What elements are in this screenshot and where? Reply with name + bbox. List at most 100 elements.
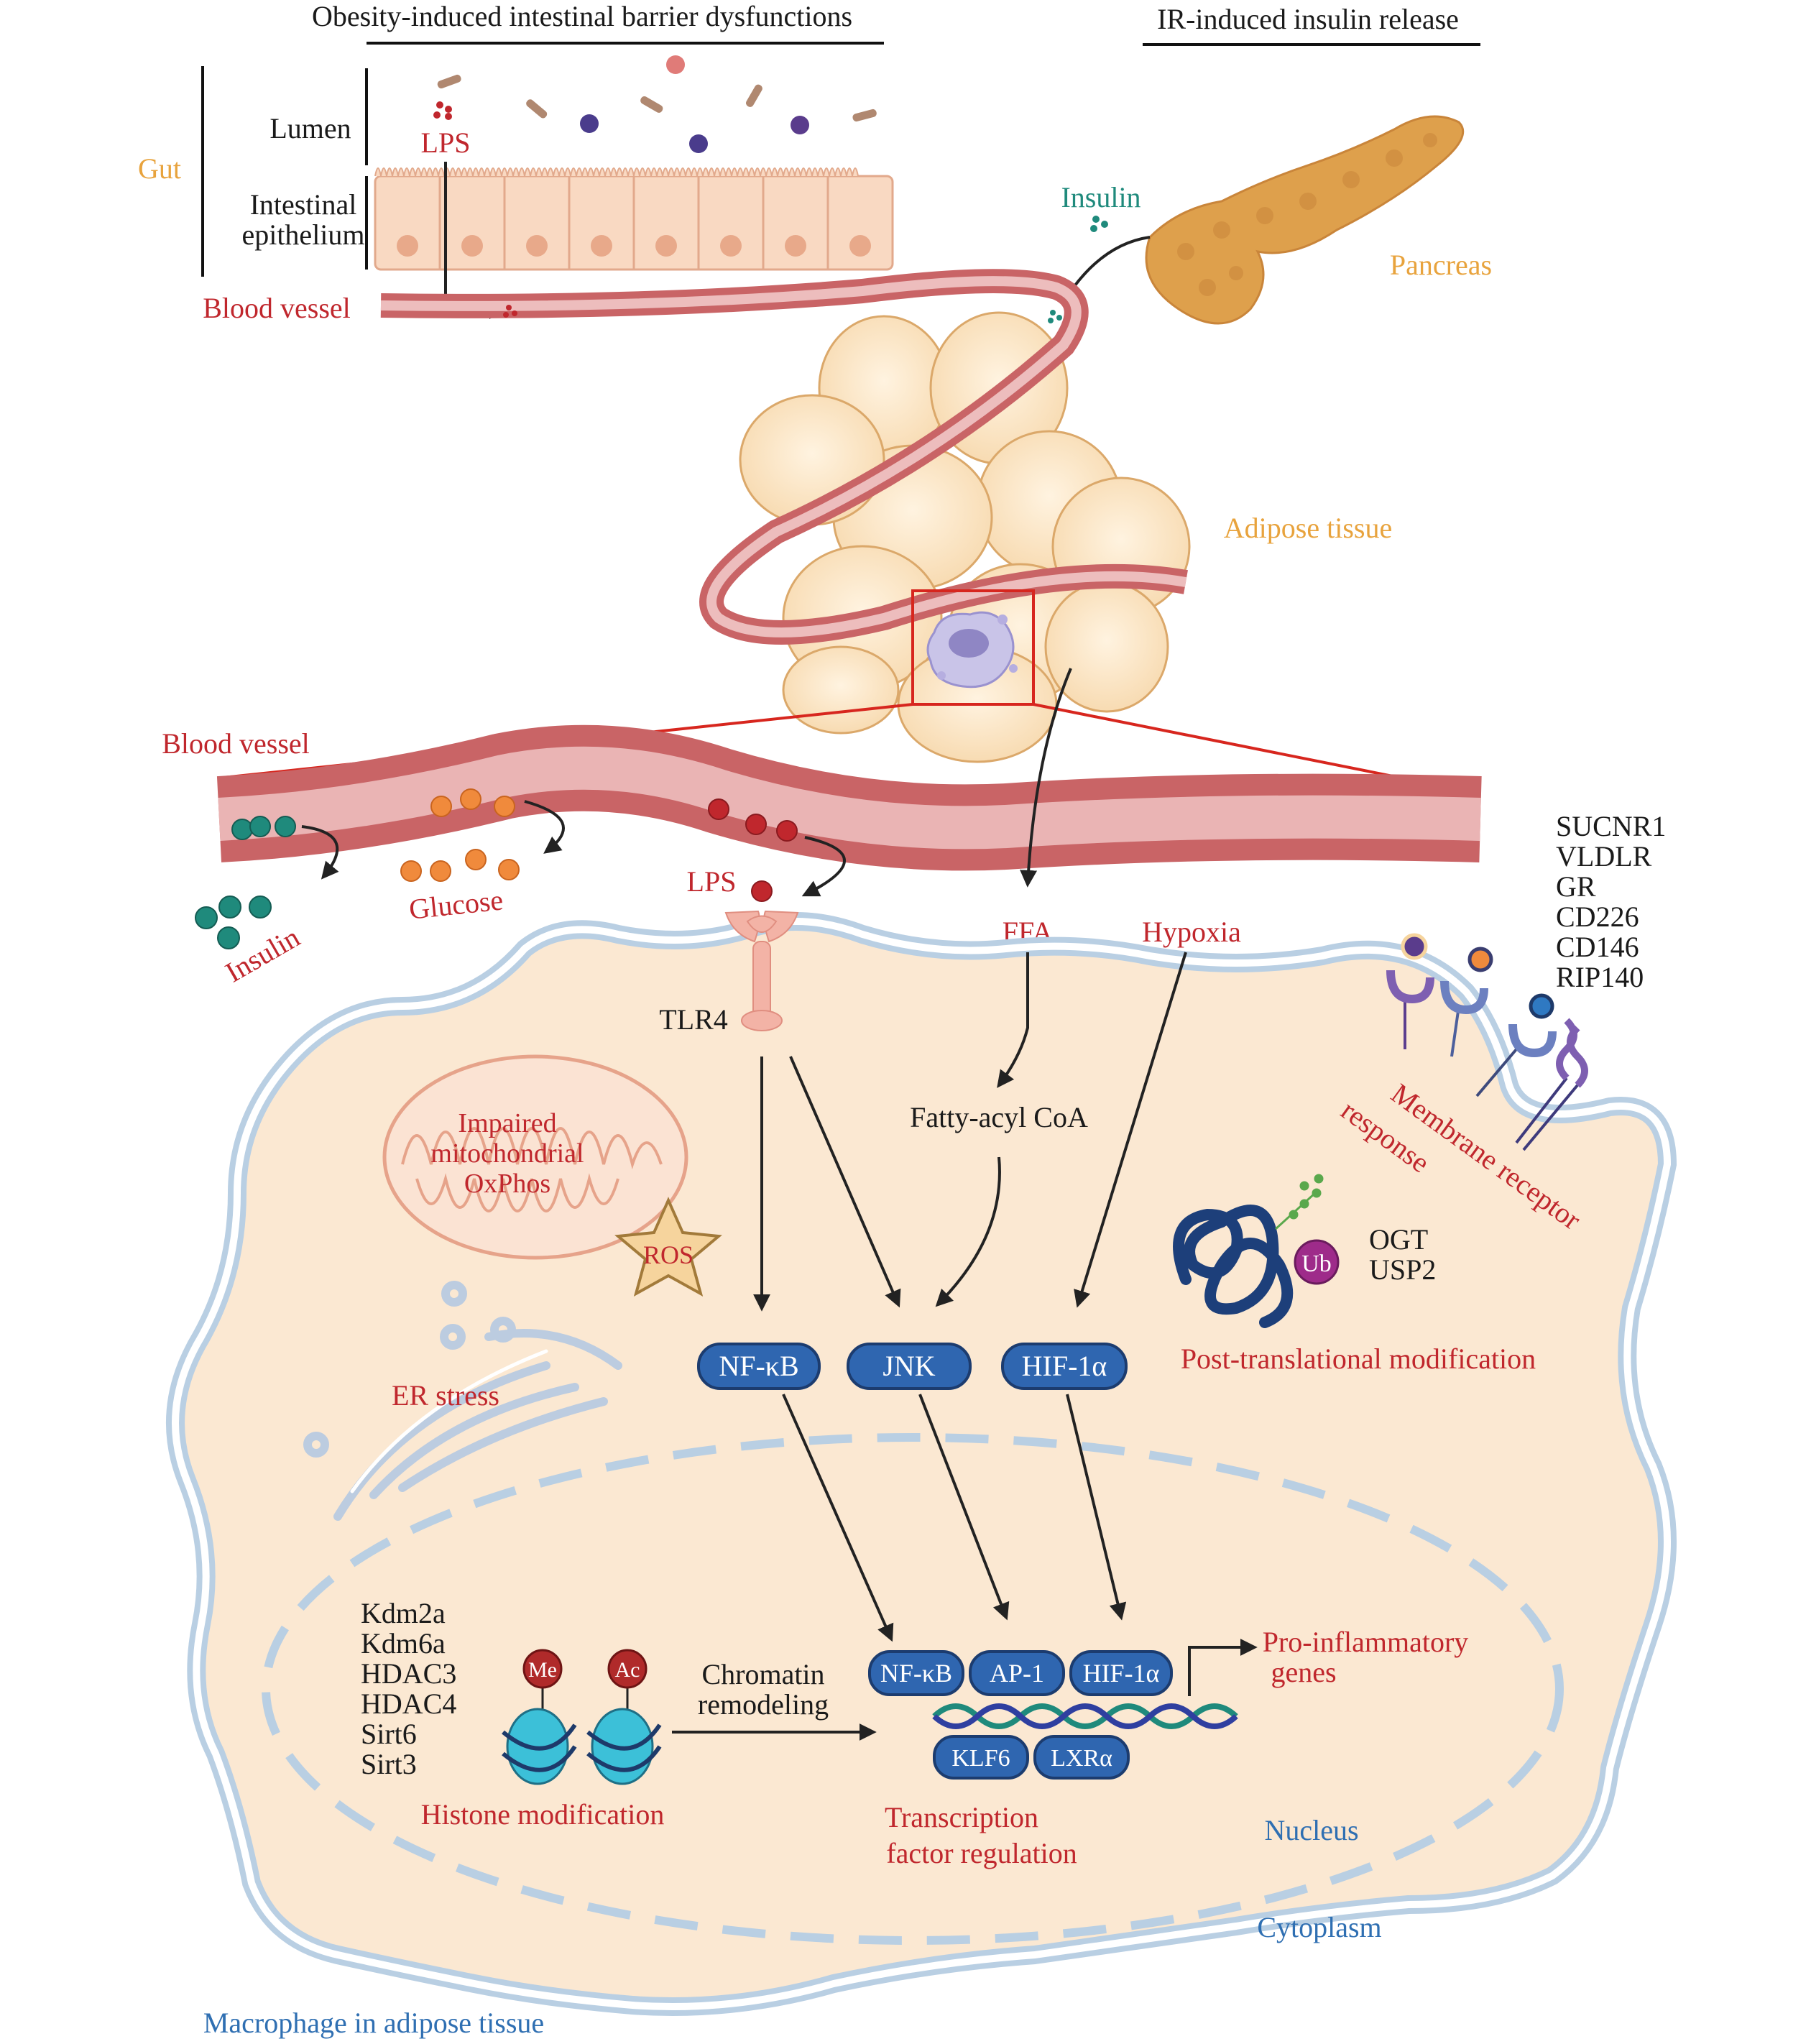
ac-label: Ac: [615, 1658, 640, 1682]
histone-enzyme-list: Kdm2a Kdm6a HDAC3 HDAC4 Sirt6 Sirt3: [361, 1597, 456, 1780]
fatty-acyl-coa-label: Fatty-acyl CoA: [910, 1101, 1088, 1133]
tf-regulation-label-1: Transcription: [885, 1801, 1038, 1833]
receptor-item: RIP140: [1556, 961, 1644, 993]
tf-klf6-label: KLF6: [951, 1745, 1010, 1772]
nfkb-node-label: NF-κB: [719, 1350, 798, 1382]
ptm-label: Post-translational modification: [1181, 1343, 1536, 1375]
hypoxia-to-hif-arrow: [1074, 952, 1187, 1308]
vessel-lps-dots: [708, 798, 798, 842]
macrophage-inset-box: [911, 589, 1035, 706]
ub-tag: [1294, 1239, 1340, 1285]
receptor-item: VLDLR: [1556, 840, 1652, 873]
nfkb-to-nucleus-arrow: [782, 1394, 894, 1642]
tlr4-to-jnk-arrow: [789, 1056, 901, 1308]
adipose-ffa-arrow: [1020, 668, 1072, 888]
jnk-node-label: JNK: [883, 1350, 935, 1382]
ros-label: ROS: [643, 1240, 693, 1269]
receptor-item: GR: [1556, 870, 1596, 903]
epithelium-cells: [374, 167, 894, 271]
vessel-lps-granules: [503, 305, 517, 318]
nfkb-node: [697, 1343, 821, 1390]
histone-enzyme: HDAC3: [361, 1657, 456, 1690]
nucleosome-me: [502, 1649, 577, 1785]
jnk-node: [847, 1343, 972, 1390]
mito-label-3: OxPhos: [464, 1169, 550, 1199]
proinflam-label-1: Pro-inflammatory: [1263, 1626, 1469, 1658]
histone-modification-label: Histone modification: [421, 1798, 665, 1831]
tf-ap1-label: AP-1: [990, 1659, 1044, 1688]
histone-enzyme: Kdm2a: [361, 1597, 446, 1629]
cytoplasm-label: Cytoplasm: [1257, 1911, 1381, 1943]
ptm-enzyme: OGT: [1369, 1223, 1428, 1256]
hif-node: [1001, 1343, 1128, 1390]
ub-label: Ub: [1301, 1251, 1332, 1277]
proinflam-label-2: genes: [1271, 1656, 1336, 1688]
histone-enzyme: Kdm6a: [361, 1627, 446, 1659]
tf-ap1-node: [969, 1650, 1065, 1696]
glucose-exit-arrow: [524, 800, 565, 854]
insulin-exit-arrow: [301, 825, 339, 880]
macrophage-footer-label: Macrophage in adipose tissue: [203, 2007, 544, 2039]
tf-klf6-node: [933, 1735, 1029, 1780]
tf-lxr-node: [1033, 1735, 1130, 1780]
ffa-to-coa-arrow: [997, 952, 1029, 1088]
ptm-enzyme: USP2: [1369, 1253, 1436, 1286]
free-glucose-dots: [400, 849, 520, 882]
me-label: Me: [528, 1658, 557, 1682]
tf-lxr-label: LXRα: [1051, 1745, 1112, 1772]
epithelium-label-1: Intestinal: [250, 188, 357, 221]
macrophage-small: [926, 611, 1018, 689]
histone-enzyme: Sirt3: [361, 1748, 417, 1780]
chromatin-label-1: Chromatin: [701, 1658, 824, 1690]
chromatin-label-2: remodeling: [698, 1688, 829, 1721]
glucose-label: Glucose: [407, 883, 504, 925]
coa-to-jnk-arrow: [935, 1156, 1001, 1307]
signaling-nodes: NF-κB JNK HIF-1α: [697, 1343, 1128, 1390]
membrane-receptors: [1386, 933, 1588, 1151]
free-insulin-dots: [195, 896, 272, 949]
tf-regulation-label-2: factor regulation: [886, 1837, 1077, 1869]
macrophage-membrane-inner: [172, 918, 1672, 2010]
mito-label-1: Impaired: [458, 1108, 556, 1138]
receptor-list: SUCNR1 VLDLR GR CD226 CD146 RIP140: [1556, 810, 1666, 993]
tf-nfkb-label: NF-κB: [880, 1659, 952, 1688]
tf-hif-node: [1069, 1650, 1173, 1696]
gut-blood-vessel-label: Blood vessel: [203, 292, 351, 324]
nucleosome-ac: [586, 1649, 662, 1785]
tlr4-label: TLR4: [659, 1003, 728, 1036]
tf-hif-label: HIF-1α: [1083, 1659, 1160, 1688]
mito-label-2: mitochondrial: [430, 1138, 584, 1169]
gut-lps-label: LPS: [421, 126, 471, 159]
jnk-to-nucleus-arrow: [918, 1394, 1010, 1621]
adipose-label: Adipose tissue: [1224, 512, 1392, 544]
right-header-title: IR-induced insulin release: [1157, 3, 1459, 35]
endoplasmic-reticulum: [303, 1281, 622, 1521]
receptor-item: CD146: [1556, 931, 1639, 963]
pancreas-insulin-label: Insulin: [1061, 181, 1140, 213]
gut-label: Gut: [138, 152, 181, 185]
gut-section: Gut Lumen Intestinal epithelium: [138, 55, 894, 324]
histone-enzyme: Sirt6: [361, 1718, 417, 1750]
pancreas-label: Pancreas: [1390, 249, 1492, 281]
dna-helix: [932, 1703, 1238, 1729]
gene-expression-arrow: [1188, 1639, 1258, 1696]
adipose-tissue: [739, 311, 1191, 763]
nucleus-envelope: [262, 1433, 1564, 1945]
vessel-insulin-granules: [1048, 310, 1062, 323]
pancreas: [1145, 115, 1465, 325]
vessel-glucose-dots: [430, 788, 515, 817]
lumen-label: Lumen: [269, 112, 351, 144]
gut-blood-vessel-lumen: [380, 276, 1187, 637]
er-stress-label: ER stress: [392, 1379, 499, 1412]
hif-to-nucleus-arrow: [1066, 1394, 1127, 1621]
lumen-microbes: [433, 55, 877, 153]
zoom-blood-vessel-label: Blood vessel: [162, 727, 310, 760]
ptm-protein: [1173, 1205, 1294, 1328]
lps-ligand: [751, 880, 773, 902]
lps-exit-arrow: [801, 836, 846, 897]
zoom-blood-vessel-lumen: [218, 746, 1481, 850]
mitochondrion: [382, 1054, 688, 1260]
epithelium-label-2: epithelium: [241, 218, 364, 251]
histone-enzyme: HDAC4: [361, 1688, 456, 1720]
